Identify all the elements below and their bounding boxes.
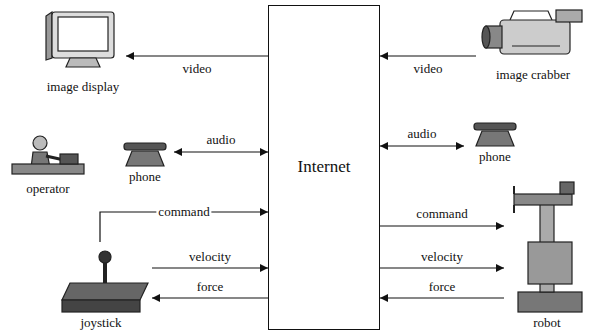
phone-device: phone	[464, 118, 526, 166]
monitor-screen	[58, 17, 108, 51]
node-caption: robot	[533, 316, 560, 330]
operator-head	[33, 136, 47, 150]
monitor-case	[52, 12, 114, 58]
signal-label: audio	[406, 127, 439, 141]
robot-motor	[560, 182, 574, 194]
operator-console	[60, 154, 78, 164]
phone-icon	[124, 143, 166, 166]
node-caption: joystick	[80, 316, 121, 330]
joystick-base-front	[62, 300, 140, 312]
signal-arrow	[380, 145, 464, 146]
phone-handset	[124, 143, 166, 150]
joystick-knob	[99, 251, 111, 263]
monitor-icon	[46, 12, 114, 67]
signal-label: velocity	[419, 250, 465, 264]
signal-label: audio	[205, 133, 238, 147]
signal-arrow	[152, 267, 268, 268]
signal-label: force	[195, 280, 226, 294]
joystick-stick	[103, 260, 107, 286]
signal-label: velocity	[187, 250, 233, 264]
node-caption: operator	[26, 182, 69, 196]
node-caption: phone	[129, 170, 161, 184]
robot-icon	[514, 182, 582, 312]
joystick-device: joystick	[50, 242, 152, 332]
node-caption: image crabber	[496, 68, 570, 82]
joystick-icon	[62, 251, 148, 312]
phone-handset	[474, 123, 516, 130]
signal-label: video	[181, 62, 214, 76]
signal-arrow	[380, 55, 476, 56]
robot-gripper	[513, 186, 515, 213]
operator-desk	[12, 164, 84, 174]
camcorder-viewfinder	[556, 10, 582, 22]
monitor-stand	[66, 58, 100, 67]
signal-arrow	[126, 55, 268, 56]
joystick-base-top	[62, 283, 148, 300]
monitor-side	[46, 12, 52, 60]
node-caption: Internet	[298, 158, 351, 177]
signal-label: video	[412, 62, 445, 76]
signal-arrow	[174, 151, 268, 152]
phone-device: phone	[116, 138, 174, 186]
camera-device: image crabber	[476, 4, 590, 84]
phone-base	[476, 131, 514, 146]
camcorder-lens-front	[482, 26, 490, 48]
camcorder-stripe	[512, 45, 560, 46]
camcorder-body	[500, 20, 570, 54]
camcorder-icon	[482, 10, 582, 54]
signal-arrow	[380, 267, 504, 268]
camcorder-handle	[510, 11, 552, 20]
signal-arrow	[380, 225, 504, 226]
robot-device: robot	[504, 172, 590, 332]
robot-arm	[514, 194, 572, 205]
network-box: Internet	[268, 5, 380, 330]
robot-body	[528, 242, 572, 284]
signal-label: command	[156, 205, 211, 219]
phone-base	[126, 151, 164, 166]
operator-icon	[12, 136, 84, 174]
signal-label: command	[414, 207, 469, 221]
display-device: image display	[40, 8, 126, 96]
node-caption: phone	[479, 150, 511, 164]
phone-icon	[474, 123, 516, 146]
signal-arrow	[152, 297, 268, 298]
robot-base	[518, 292, 582, 312]
signal-arrow	[380, 297, 504, 298]
node-caption: image display	[47, 80, 120, 94]
operator-figure: operator	[4, 132, 92, 198]
signal-label: force	[427, 280, 458, 294]
